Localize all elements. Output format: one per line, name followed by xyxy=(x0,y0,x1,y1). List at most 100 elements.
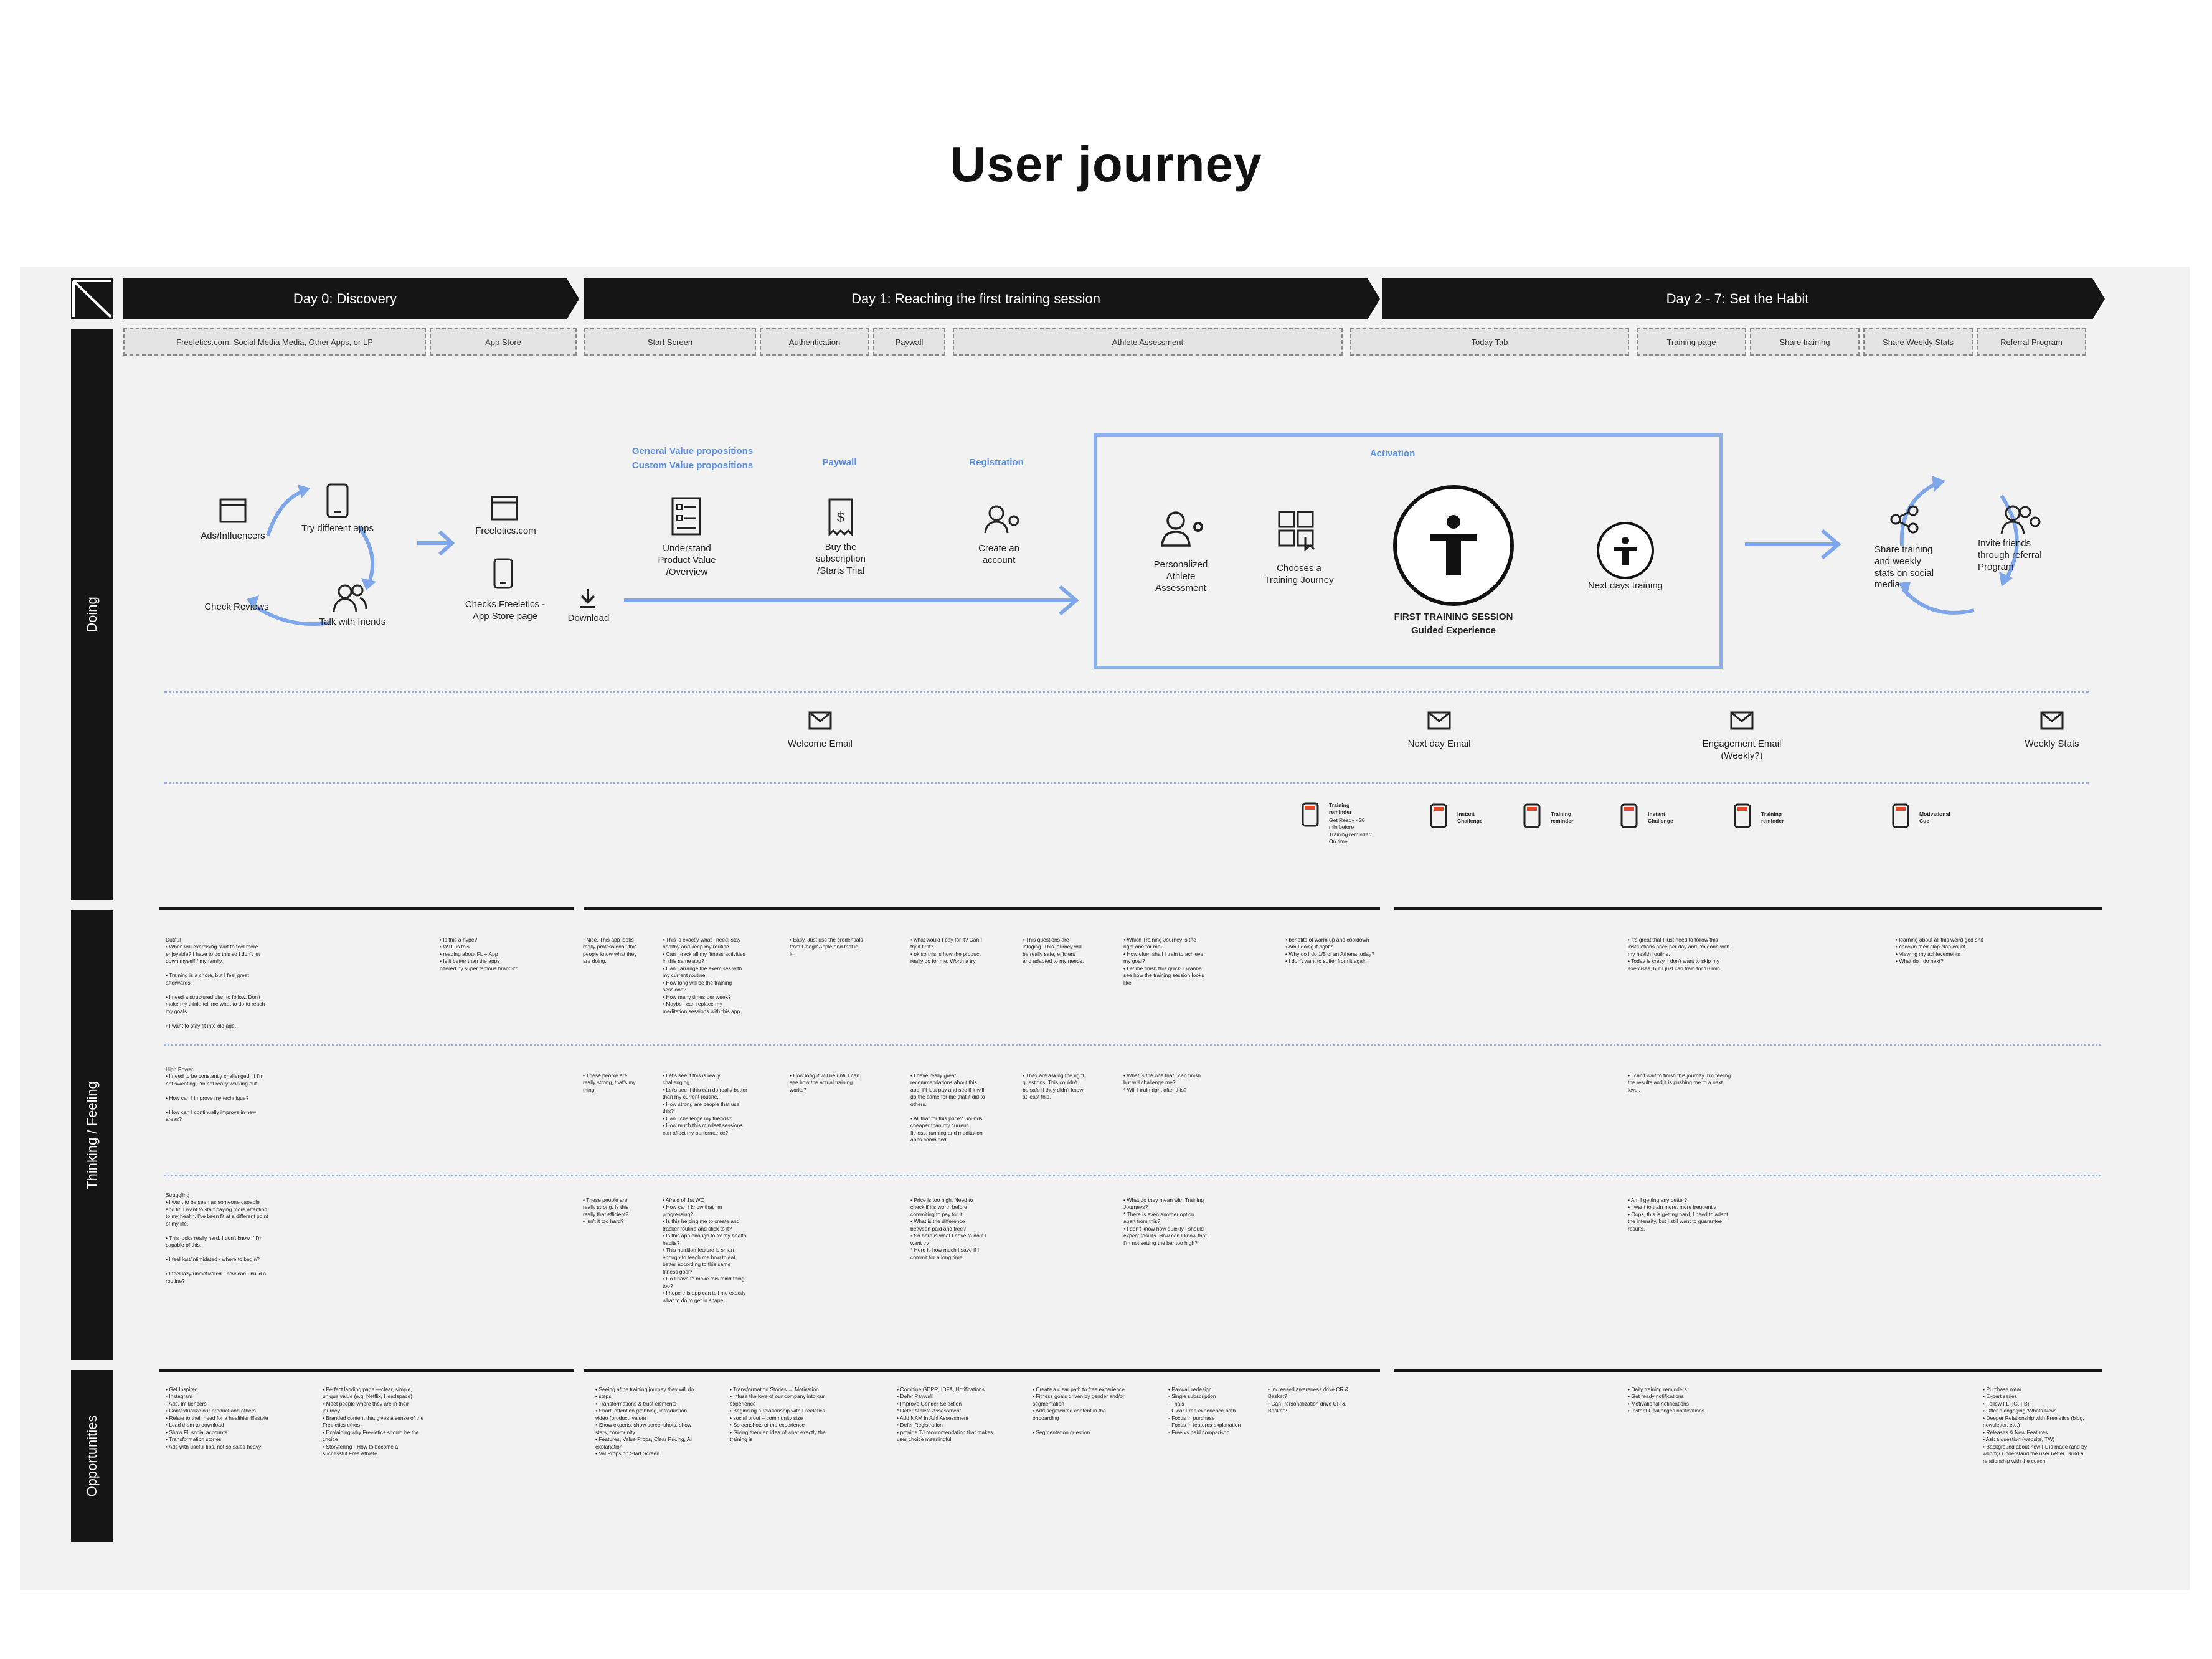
phase-separator xyxy=(584,907,1380,910)
phone-notification-icon xyxy=(1734,803,1751,828)
email-icon xyxy=(808,711,832,730)
next-training-icon xyxy=(1597,522,1654,579)
friends-icon xyxy=(333,584,367,612)
thinking-note: • What do they mean with Training Journe… xyxy=(1123,1197,1207,1246)
value-propositions-title: General Value propositions Custom Value … xyxy=(631,446,754,471)
registration-title: Registration xyxy=(969,457,1024,468)
email-icon xyxy=(1427,711,1451,730)
thinking-note: • How long it will be until I can see ho… xyxy=(790,1072,860,1093)
doing-choose-journey: Chooses a Training Journey xyxy=(1264,563,1334,585)
divider xyxy=(164,1044,2101,1046)
touchpoint-training-page: Training page xyxy=(1637,328,1746,356)
doing-buy-subscription: Buy the subscription /Starts Trial xyxy=(815,542,866,576)
opportunity-note: • Combine GDPR, IDFA, Notifications • De… xyxy=(897,1386,993,1443)
doing-invite-friends: Invite friends through referral Program xyxy=(1978,538,2042,572)
thinking-note: • Am I getting any better? • I want to t… xyxy=(1628,1197,1728,1232)
phase-separator xyxy=(584,1369,1380,1372)
phone-icon xyxy=(493,558,513,589)
thinking-note: • learning about all this weird god shit… xyxy=(1896,937,1983,965)
thinking-note: • This is exactly what I need: stay heal… xyxy=(663,937,745,1014)
phase-day1: Day 1: Reaching the first training sessi… xyxy=(584,278,1368,319)
download-icon xyxy=(580,589,595,608)
user-settings-icon xyxy=(1161,511,1203,547)
phone-notification-icon xyxy=(1302,802,1319,827)
phase-separator xyxy=(159,907,574,910)
thinking-note: • benefits of warm up and cooldown • Am … xyxy=(1285,937,1374,965)
divider xyxy=(164,691,2089,693)
doing-athlete-assessment: Personalized Athlete Assessment xyxy=(1153,559,1208,593)
thinking-note: • Afraid of 1st WO • How can I know that… xyxy=(663,1197,747,1303)
doing-app-store-page: Checks Freeletics - App Store page xyxy=(465,599,546,622)
email-welcome: Welcome Email xyxy=(788,739,853,749)
arrow-right-icon xyxy=(1745,529,1841,560)
page-title: User journey xyxy=(950,136,1262,192)
guided-experience: Guided Experience xyxy=(1411,625,1496,636)
thinking-note: • Easy. Just use the credentials from Go… xyxy=(790,937,863,957)
thinking-note: • Price is too high. Need to check if it… xyxy=(910,1197,987,1260)
doing-talk-friends: Talk with friends xyxy=(319,617,386,627)
doing-create-account: Create an account xyxy=(978,543,1019,565)
thinking-dutiful-persona: Dutiful • When will exercising start to … xyxy=(166,937,265,1029)
email-engagement: Engagement Email (Weekly?) xyxy=(1702,739,1782,761)
doing-freeletics-site: Freeletics.com xyxy=(475,526,536,536)
phase-separator xyxy=(1394,907,2102,910)
doing-understand-value: Understand Product Value /Overview xyxy=(658,543,716,577)
opportunity-note: • Get Inspired - Instagram - Ads, Influe… xyxy=(166,1386,268,1450)
athlete-circle-icon xyxy=(1393,485,1514,606)
phase-discovery: Day 0: Discovery xyxy=(123,278,567,319)
opportunity-note: • Purchase wear • Expert series • Follow… xyxy=(1983,1386,2087,1464)
phone-notification-icon xyxy=(1430,803,1447,828)
touchpoint-athlete-assessment: Athlete Assessment xyxy=(953,328,1343,356)
email-icon xyxy=(1730,711,1754,730)
touchpoint-paywall: Paywall xyxy=(873,328,945,356)
checklist-icon xyxy=(671,497,701,536)
touchpoint-authentication: Authentication xyxy=(760,328,869,356)
row-header-opportunities: Opportunities xyxy=(71,1370,113,1542)
push-notification: Training reminder Get Ready - 20 min bef… xyxy=(1302,802,1382,852)
paywall-title: Paywall xyxy=(822,457,857,468)
thinking-note: • Is this a hype? • WTF is this • readin… xyxy=(440,937,518,971)
browser-icon xyxy=(219,498,247,523)
thinking-note: • Which Training Journey is the right on… xyxy=(1123,937,1204,986)
phone-notification-icon xyxy=(1892,803,1909,828)
thinking-note: • it's great that I just need to follow … xyxy=(1628,937,1730,971)
activation-title: Activation xyxy=(1369,448,1416,459)
push-notification: Instant Challenge xyxy=(1620,803,1689,831)
push-notification: Training reminder xyxy=(1523,803,1592,831)
discovery-cycle-arrows xyxy=(247,484,376,626)
phase-habit: Day 2 - 7: Set the Habit xyxy=(1382,278,2092,319)
add-user-icon xyxy=(984,505,1019,534)
first-training-session: FIRST TRAINING SESSION xyxy=(1394,612,1513,622)
opportunity-note: • Create a clear path to free experience… xyxy=(1033,1386,1125,1435)
phase-arrow xyxy=(1368,278,1380,319)
doing-ads: Ads/Influencers xyxy=(201,531,265,541)
push-notification: Motivational Cue xyxy=(1892,803,1967,831)
thinking-note: • I have really great recommendations ab… xyxy=(910,1072,985,1143)
thinking-high-power-persona: High Power • I need to be constantly cha… xyxy=(166,1066,264,1123)
share-icon xyxy=(1890,505,1919,534)
thinking-note: • They are asking the right questions. T… xyxy=(1023,1072,1084,1100)
row-header-thinking: Thinking / Feeling xyxy=(71,910,113,1360)
phone-notification-icon xyxy=(1523,803,1541,828)
phase-separator xyxy=(1394,1369,2102,1372)
opportunity-note: • Perfect landing page —clear, simple, u… xyxy=(323,1386,424,1457)
phone-icon xyxy=(326,483,349,518)
email-weekly-stats: Weekly Stats xyxy=(2025,739,2079,749)
touchpoint-share-training: Share training xyxy=(1750,328,1860,356)
doing-check-reviews: Check Reviews xyxy=(204,602,269,612)
touchpoint-referral: Referral Program xyxy=(1977,328,2086,356)
phase-arrow xyxy=(567,278,579,319)
push-notification: Instant Challenge xyxy=(1430,803,1498,831)
doing-download: Download xyxy=(567,613,610,623)
thinking-note: • This questions are intriging. This jou… xyxy=(1023,937,1084,965)
svg-text:$: $ xyxy=(837,509,844,525)
opportunity-note: • Seeing a/the training journey they wil… xyxy=(595,1386,694,1457)
divider xyxy=(164,1175,2101,1176)
row-header-doing: Doing xyxy=(71,329,113,900)
doing-next-days: Next days training xyxy=(1587,580,1663,591)
phase-separator xyxy=(159,1369,574,1372)
thinking-note: • what would I pay for it? Can I try it … xyxy=(910,937,982,965)
email-next-day: Next day Email xyxy=(1407,739,1471,749)
browser-icon xyxy=(491,496,518,521)
thinking-note: • What is the one that I can finish but … xyxy=(1123,1072,1201,1093)
